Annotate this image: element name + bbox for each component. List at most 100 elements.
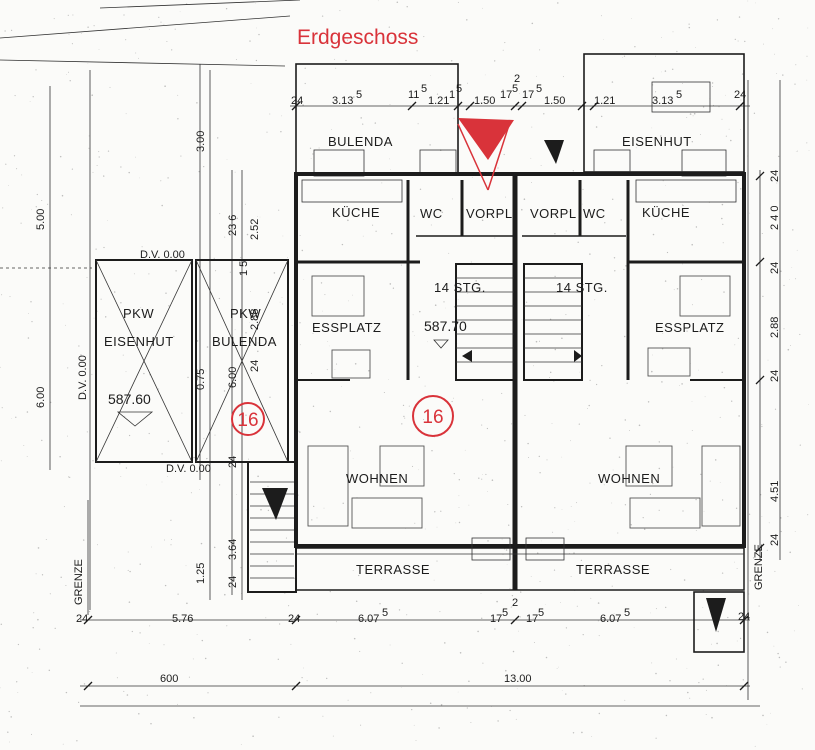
- speckle: [288, 605, 290, 607]
- speckle: [177, 94, 179, 96]
- speckle: [345, 59, 347, 62]
- dv-label-bottom: D.V. 0.00: [166, 463, 211, 475]
- dimension-label: 1.21: [428, 95, 449, 107]
- speckle: [226, 158, 228, 160]
- plot-number-house: 16: [422, 407, 443, 428]
- speckle: [100, 298, 102, 300]
- speckle: [537, 552, 539, 554]
- speckle: [672, 31, 674, 33]
- speckle: [532, 617, 534, 619]
- speckle: [229, 271, 231, 273]
- speckle: [321, 15, 324, 17]
- speckle: [122, 354, 124, 356]
- speckle: [549, 371, 552, 374]
- speckle: [686, 442, 688, 444]
- speckle: [705, 714, 707, 716]
- speckle: [224, 593, 226, 596]
- speckle: [418, 469, 420, 471]
- speckle: [177, 703, 178, 705]
- speckle: [484, 74, 486, 76]
- speckle: [749, 580, 751, 582]
- speckle: [23, 444, 25, 446]
- speckle: [458, 495, 460, 497]
- dim-tick: [291, 681, 301, 691]
- speckle: [77, 701, 80, 704]
- speckle: [797, 150, 799, 152]
- label-bulenda: BULENDA: [328, 134, 393, 149]
- speckle: [451, 400, 453, 403]
- speckle: [436, 526, 438, 528]
- speckle: [649, 493, 651, 495]
- speckle: [104, 316, 107, 318]
- speckle: [551, 423, 553, 425]
- dim-tick: [755, 375, 765, 385]
- speckle: [557, 2, 559, 4]
- speckle: [223, 390, 226, 392]
- speckle: [440, 704, 443, 706]
- speckle: [688, 26, 691, 29]
- speckle: [53, 18, 55, 20]
- speckle: [69, 80, 71, 82]
- speckle: [487, 491, 488, 492]
- plot-number-circle: [412, 395, 454, 437]
- speckle: [91, 94, 93, 96]
- speckle: [177, 593, 179, 595]
- speckle: [664, 70, 667, 72]
- speckle: [240, 567, 242, 569]
- speckle: [798, 605, 799, 606]
- dimension-total-1300: 13.00: [504, 673, 532, 685]
- speckle: [27, 337, 30, 339]
- speckle: [400, 687, 402, 688]
- speckle: [470, 722, 472, 723]
- speckle: [193, 716, 195, 719]
- speckle: [580, 559, 583, 562]
- speckle: [767, 359, 769, 361]
- speckle: [133, 273, 135, 275]
- speckle: [282, 303, 284, 305]
- speckle: [482, 474, 484, 476]
- speckle: [540, 164, 542, 166]
- speckle: [558, 666, 559, 668]
- speckle: [478, 477, 480, 479]
- speckle: [521, 208, 523, 211]
- speckle: [267, 509, 270, 512]
- speckle: [630, 524, 632, 526]
- speckle: [497, 720, 499, 722]
- speckle: [598, 635, 600, 637]
- speckle: [245, 332, 247, 334]
- speckle: [808, 403, 809, 405]
- room-kueche-left: KÜCHE: [332, 205, 380, 220]
- speckle: [97, 544, 98, 546]
- speckle: [589, 253, 591, 255]
- speckle: [545, 656, 548, 659]
- speckle: [412, 331, 414, 333]
- speckle: [316, 517, 318, 519]
- speckle: [735, 507, 738, 509]
- speckle: [655, 91, 657, 93]
- speckle: [219, 213, 221, 215]
- dimension-label: 5: [421, 83, 427, 95]
- speckle: [511, 606, 513, 608]
- speckle: [554, 507, 556, 509]
- speckle: [468, 504, 470, 506]
- speckle: [347, 219, 349, 222]
- speckle: [807, 514, 809, 516]
- speckle: [171, 49, 173, 51]
- north-arrow: [457, 118, 514, 191]
- speckle: [383, 391, 385, 394]
- speckle: [611, 502, 613, 504]
- speckle: [502, 89, 504, 91]
- speckle: [65, 584, 67, 587]
- speckle: [648, 568, 650, 570]
- speckle: [661, 218, 663, 220]
- speckle: [589, 482, 591, 484]
- speckle: [88, 147, 90, 149]
- speckle: [682, 204, 684, 207]
- speckle: [497, 167, 499, 169]
- speckle: [471, 176, 473, 178]
- speckle: [601, 364, 603, 367]
- speckle: [8, 185, 9, 186]
- speckle: [785, 661, 787, 663]
- speckle: [560, 602, 561, 603]
- speckle: [666, 251, 669, 254]
